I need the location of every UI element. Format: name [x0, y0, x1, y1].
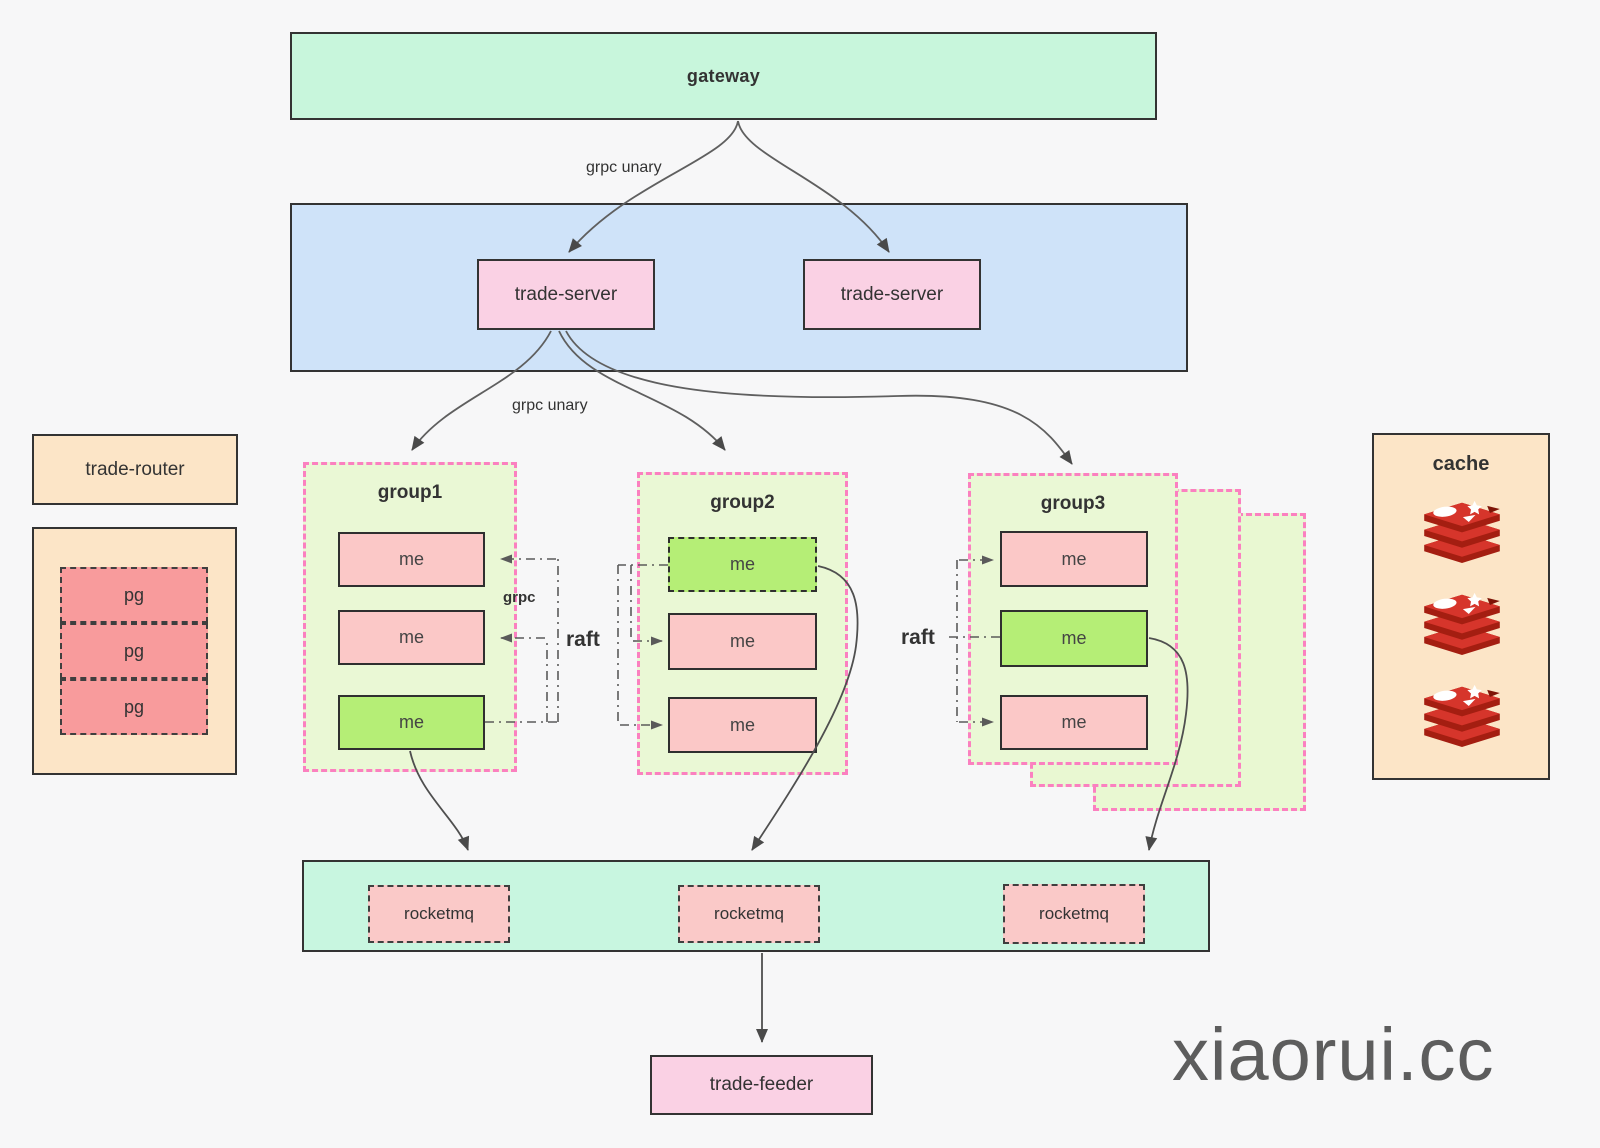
- cache-title: cache: [1432, 453, 1490, 475]
- trade-router-label: trade-router: [85, 458, 185, 480]
- group1-title: group1: [377, 482, 443, 503]
- raft-label-2: raft: [901, 626, 935, 649]
- group2-member-1-leader: me: [668, 537, 817, 592]
- grpc-label: grpc: [503, 589, 536, 606]
- trade-server-label: trade-server: [840, 283, 944, 305]
- redis-icon: [1412, 500, 1512, 572]
- member-label: me: [398, 627, 424, 647]
- watermark: xiaorui.cc: [1172, 1013, 1495, 1096]
- pg-label: pg: [123, 584, 145, 605]
- grpc-unary-label-mid: grpc unary: [512, 397, 588, 414]
- pg-node-2: pg: [60, 623, 208, 679]
- rocketmq-label: rocketmq: [714, 904, 784, 923]
- pg-node-1: pg: [60, 567, 208, 623]
- rocketmq-node-1: rocketmq: [368, 885, 510, 943]
- trade-feeder-node: trade-feeder: [650, 1055, 873, 1115]
- group3-member-2-leader: me: [1000, 610, 1148, 667]
- trade-server-label: trade-server: [514, 283, 618, 305]
- trade-server-node-1: trade-server: [477, 259, 655, 330]
- redis-icon: [1412, 592, 1512, 664]
- pg-node-3: pg: [60, 679, 208, 735]
- group2-title: group2: [710, 492, 775, 513]
- gateway-node: gateway: [290, 32, 1157, 120]
- group1-member-1: me: [338, 532, 485, 587]
- member-label: me: [1061, 548, 1087, 569]
- rocketmq-label: rocketmq: [1039, 904, 1109, 923]
- member-label: me: [729, 554, 755, 574]
- member-label: me: [398, 712, 424, 732]
- rocketmq-node-2: rocketmq: [678, 885, 820, 943]
- rocketmq-node-3: rocketmq: [1003, 884, 1145, 944]
- gateway-label: gateway: [686, 65, 761, 86]
- member-label: me: [398, 549, 424, 569]
- pg-label: pg: [123, 696, 145, 717]
- group2-member-2: me: [668, 613, 817, 670]
- grpc-unary-label-top: grpc unary: [586, 159, 662, 176]
- group1-member-2: me: [338, 610, 485, 665]
- member-label: me: [729, 714, 755, 735]
- raft-label-1: raft: [566, 628, 600, 651]
- group3-member-3: me: [1000, 695, 1148, 750]
- trade-server-cluster: [290, 203, 1188, 372]
- pg-label: pg: [123, 640, 145, 661]
- rocketmq-label: rocketmq: [404, 904, 474, 923]
- group1-member-3-leader: me: [338, 695, 485, 750]
- redis-icon: [1412, 684, 1512, 756]
- trade-router-node: trade-router: [32, 434, 238, 505]
- group2-member-3: me: [668, 697, 817, 753]
- member-label: me: [1061, 628, 1087, 648]
- trade-feeder-label: trade-feeder: [709, 1074, 814, 1095]
- member-label: me: [729, 631, 755, 651]
- group3-title: group3: [1040, 493, 1106, 514]
- group3-member-1: me: [1000, 531, 1148, 587]
- member-label: me: [1061, 712, 1087, 732]
- trade-server-node-2: trade-server: [803, 259, 981, 330]
